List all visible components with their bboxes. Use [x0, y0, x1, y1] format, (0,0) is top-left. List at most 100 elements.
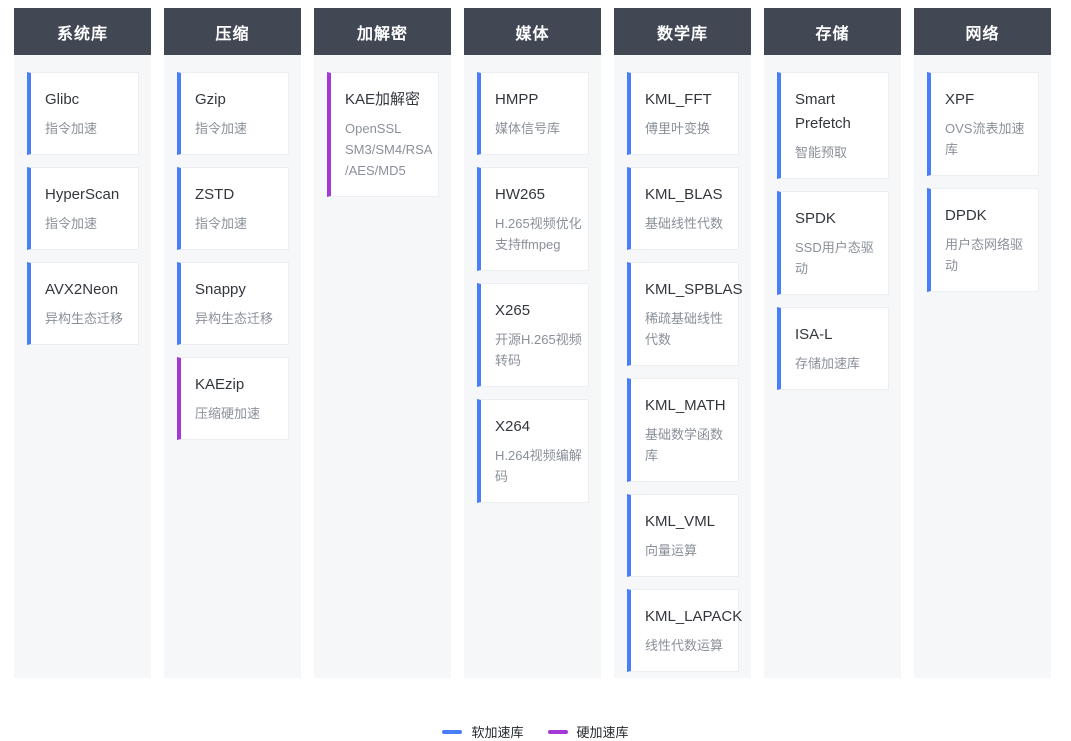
library-card: ISA-L 存储加速库 — [777, 307, 889, 390]
library-board: 系统库 Glibc 指令加速 HyperScan 指令加速 AVX2Neon 异… — [14, 8, 1051, 678]
library-description: 开源H.265视频转码 — [495, 332, 582, 368]
hard-accel-swatch-icon — [547, 729, 568, 734]
category-header: 系统库 — [14, 8, 151, 55]
card-list: KAE加解密 OpenSSL SM3/SM4/RSA /AES/MD5 — [314, 55, 451, 197]
library-description: 稀疏基础线性代数 — [645, 311, 724, 347]
library-name: KML_VML — [645, 513, 716, 530]
library-description: 傅里叶变换 — [645, 121, 711, 136]
category-column: 数学库 KML_FFT 傅里叶变换 KML_BLAS 基础线性代数 KML_SP… — [614, 8, 751, 678]
library-name: KML_LAPACK — [645, 608, 743, 625]
legend: 软加速库 硬加速库 — [0, 722, 1071, 741]
library-description: 基础数学函数库 — [645, 427, 724, 463]
category-header: 网络 — [914, 8, 1051, 55]
category-title: 加解密 — [356, 25, 408, 43]
library-name: HMPP — [495, 91, 539, 108]
category-column: 媒体 HMPP 媒体信号库 HW265 H.265视频优化 支持ffmpeg X… — [464, 8, 601, 678]
library-name: HyperScan — [45, 186, 120, 203]
library-name: ISA-L — [795, 326, 833, 343]
library-name: XPF — [945, 91, 975, 108]
legend-label-soft: 软加速库 — [471, 725, 524, 740]
library-name: Smart Prefetch — [795, 91, 851, 132]
card-list: Smart Prefetch 智能预取 SPDK SSD用户态驱动 ISA-L … — [764, 55, 901, 390]
library-name: AVX2Neon — [45, 281, 119, 298]
library-card: X264 H.264视频编解码 — [477, 399, 589, 503]
library-name: KAEzip — [195, 376, 245, 393]
library-description: 指令加速 — [45, 121, 98, 136]
library-description: H.264视频编解码 — [495, 448, 582, 484]
library-description: 异构生态迁移 — [195, 311, 274, 326]
card-list: HMPP 媒体信号库 HW265 H.265视频优化 支持ffmpeg X265… — [464, 55, 601, 503]
category-header: 存储 — [764, 8, 901, 55]
card-list: XPF OVS流表加速库 DPDK 用户态网络驱动 — [914, 55, 1051, 292]
library-card: SPDK SSD用户态驱动 — [777, 191, 889, 295]
library-name: Glibc — [45, 91, 80, 108]
category-header: 压缩 — [164, 8, 301, 55]
library-description: 指令加速 — [45, 216, 98, 231]
library-card: Snappy 异构生态迁移 — [177, 262, 289, 345]
library-card: KML_SPBLAS 稀疏基础线性代数 — [627, 262, 743, 366]
library-description: SSD用户态驱动 — [795, 240, 874, 276]
card-list: Glibc 指令加速 HyperScan 指令加速 AVX2Neon 异构生态迁… — [14, 55, 151, 345]
library-card: DPDK 用户态网络驱动 — [927, 188, 1039, 292]
category-title: 存储 — [815, 25, 850, 43]
library-description: OpenSSL SM3/SM4/RSA /AES/MD5 — [345, 121, 432, 178]
library-card: KML_VML 向量运算 — [627, 494, 739, 577]
category-column: 网络 XPF OVS流表加速库 DPDK 用户态网络驱动 — [914, 8, 1051, 678]
library-name: Snappy — [195, 281, 246, 298]
category-title: 媒体 — [515, 25, 550, 43]
card-list: KML_FFT 傅里叶变换 KML_BLAS 基础线性代数 KML_SPBLAS… — [614, 55, 751, 672]
library-card: KML_FFT 傅里叶变换 — [627, 72, 739, 155]
category-column: 压缩 Gzip 指令加速 ZSTD 指令加速 Snappy 异构生态迁移 KAE… — [164, 8, 301, 678]
legend-item-hard: 硬加速库 — [547, 722, 629, 741]
library-name: SPDK — [795, 210, 836, 227]
library-card: XPF OVS流表加速库 — [927, 72, 1039, 176]
library-card: KML_BLAS 基础线性代数 — [627, 167, 739, 250]
category-title: 数学库 — [656, 25, 708, 43]
category-title: 压缩 — [215, 25, 250, 43]
library-name: KML_BLAS — [645, 186, 723, 203]
category-title: 网络 — [965, 25, 1000, 43]
library-card: HyperScan 指令加速 — [27, 167, 139, 250]
category-column: 存储 Smart Prefetch 智能预取 SPDK SSD用户态驱动 ISA… — [764, 8, 901, 678]
library-description: 智能预取 — [795, 145, 848, 160]
library-description: 用户态网络驱动 — [945, 237, 1024, 273]
library-name: DPDK — [945, 207, 987, 224]
library-card: ZSTD 指令加速 — [177, 167, 289, 250]
category-column: 系统库 Glibc 指令加速 HyperScan 指令加速 AVX2Neon 异… — [14, 8, 151, 678]
library-card: X265 开源H.265视频转码 — [477, 283, 589, 387]
legend-item-soft: 软加速库 — [442, 722, 524, 741]
library-description: 线性代数运算 — [645, 638, 724, 653]
library-name: KAE加解密 — [345, 91, 421, 108]
library-name: Gzip — [195, 91, 226, 108]
category-title: 系统库 — [56, 25, 108, 43]
library-description: 异构生态迁移 — [45, 311, 124, 326]
library-description: 媒体信号库 — [495, 121, 561, 136]
library-card: HMPP 媒体信号库 — [477, 72, 589, 155]
library-name: KML_MATH — [645, 397, 726, 414]
category-header: 媒体 — [464, 8, 601, 55]
library-card: Smart Prefetch 智能预取 — [777, 72, 889, 179]
library-description: 指令加速 — [195, 121, 248, 136]
card-list: Gzip 指令加速 ZSTD 指令加速 Snappy 异构生态迁移 KAEzip… — [164, 55, 301, 440]
legend-label-hard: 硬加速库 — [576, 725, 629, 740]
library-description: 存储加速库 — [795, 356, 861, 371]
library-card: HW265 H.265视频优化 支持ffmpeg — [477, 167, 589, 271]
library-name: X265 — [495, 302, 531, 319]
category-header: 加解密 — [314, 8, 451, 55]
library-description: OVS流表加速库 — [945, 121, 1025, 157]
category-column: 加解密 KAE加解密 OpenSSL SM3/SM4/RSA /AES/MD5 — [314, 8, 451, 678]
library-description: 压缩硬加速 — [195, 406, 261, 421]
category-header: 数学库 — [614, 8, 751, 55]
library-card: Gzip 指令加速 — [177, 72, 289, 155]
library-description: 基础线性代数 — [645, 216, 724, 231]
library-description: 向量运算 — [645, 543, 698, 558]
library-card: KML_LAPACK 线性代数运算 — [627, 589, 743, 672]
library-card: KML_MATH 基础数学函数库 — [627, 378, 739, 482]
soft-accel-swatch-icon — [442, 729, 463, 734]
library-card: KAE加解密 OpenSSL SM3/SM4/RSA /AES/MD5 — [327, 72, 439, 197]
library-description: H.265视频优化 支持ffmpeg — [495, 216, 582, 252]
library-name: KML_SPBLAS — [645, 281, 743, 298]
library-name: KML_FFT — [645, 91, 712, 108]
library-description: 指令加速 — [195, 216, 248, 231]
library-name: HW265 — [495, 186, 546, 203]
